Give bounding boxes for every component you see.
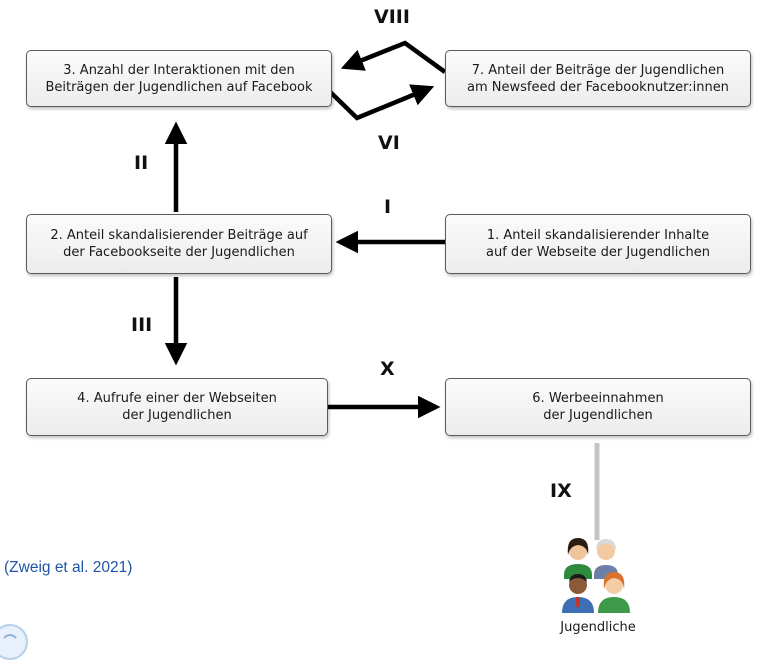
box-1-line-2: auf der Webseite der Jugendlichen [486, 245, 710, 260]
edge-label-iii: III [131, 314, 153, 336]
box-2-line-1: 2. Anteil skandalisierender Beiträge auf [50, 228, 308, 243]
box-2-line-2: der Facebookseite der Jugendlichen [63, 245, 295, 260]
edge-viii [340, 40, 447, 74]
box-4-line-1: 4. Aufrufe einer der Webseiten [77, 391, 277, 406]
edge-label-i: I [384, 196, 392, 218]
people-caption: Jugendliche [560, 620, 636, 635]
logo-fragment-icon [0, 624, 28, 660]
box-3-line-2: Beiträgen der Jugendlichen auf Facebook [45, 79, 313, 95]
box-1-line-1: 1. Anteil skandalisierender Inhalte [486, 228, 710, 243]
box-4-aufrufe: 4. Aufrufe einer der Webseiten der Jugend… [26, 378, 328, 436]
box-2-skandalisierende-beitraege: 2. Anteil skandalisierender Beiträge auf… [26, 214, 332, 274]
box-7-line-1: 7. Anteil der Beiträge der Jugendlichen [471, 62, 725, 78]
edge-label-ii: II [134, 152, 149, 174]
edge-label-vi: VI [378, 132, 400, 154]
edge-label-viii: VIII [374, 6, 410, 28]
box-3-line-1: 3. Anzahl der Interaktionen mit den [63, 62, 295, 78]
edge-label-ix: IX [550, 480, 572, 502]
box-6-line-1: 6. Werbeeinnahmen [532, 391, 664, 406]
box-6-werbeeinnahmen: 6. Werbeeinnahmen der Jugendlichen [445, 378, 751, 436]
box-4-line-2: der Jugendlichen [122, 408, 232, 423]
people-group-icon [562, 538, 630, 613]
box-7-line-2: am Newsfeed der Facebooknutzer:innen [467, 79, 729, 95]
edge-label-x: X [380, 358, 395, 380]
box-6-line-2: der Jugendlichen [543, 408, 653, 423]
edge-layer [164, 40, 600, 540]
citation: (Zweig et al. 2021) [4, 559, 133, 576]
edge-vi [321, 83, 435, 121]
box-1-skandalisierende-inhalte: 1. Anteil skandalisierender Inhalte auf d… [445, 214, 751, 274]
